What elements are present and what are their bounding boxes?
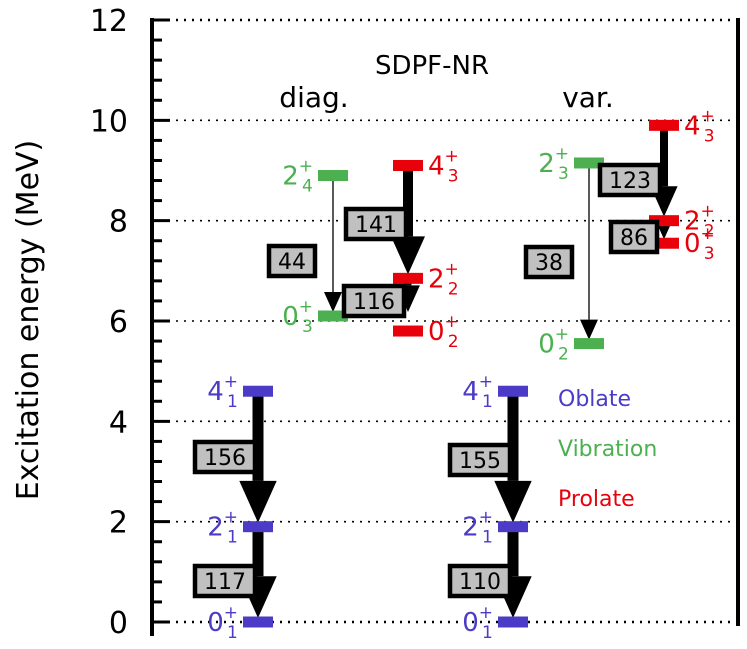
strength-box-frame — [341, 283, 407, 319]
level-label-v_4_3: 4+3 — [684, 106, 715, 146]
legend-prolate: Prolate — [558, 487, 635, 512]
strength-value: 123 — [609, 169, 651, 194]
transition-arrow — [391, 165, 425, 275]
level-label-d_4_1: 4+1 — [207, 372, 238, 412]
energy-levels: 0+12+14+10+32+40+22+24+30+12+14+10+22+30… — [207, 106, 715, 643]
strength-box: 110 — [447, 563, 513, 599]
level-bar-v_0_1 — [498, 616, 528, 628]
level-bar-d_0_3 — [318, 310, 348, 322]
column-label-var: var. — [562, 81, 614, 114]
strength-box: 86 — [608, 219, 660, 255]
level-bar-v_2_2 — [649, 215, 679, 227]
strength-box: 38 — [523, 244, 575, 280]
transition-arrow — [239, 391, 277, 523]
level-bar-v_4_3 — [649, 119, 679, 131]
strength-box-frame — [447, 563, 513, 599]
transition-arrows — [239, 125, 678, 618]
level-bar-d_4_1 — [243, 385, 273, 397]
legend-vibration: Vibration — [558, 437, 657, 462]
strength-box: 155 — [447, 442, 513, 478]
level-bar-v_0_3 — [649, 237, 679, 249]
arrow-head — [391, 236, 425, 275]
level-bar-d_0_2 — [393, 325, 423, 337]
level-label-v_2_3: 2+3 — [538, 144, 569, 184]
level-label-v_0_2: 0+2 — [538, 325, 569, 365]
column-label-diag: diag. — [279, 81, 348, 114]
strength-box: 141 — [343, 206, 409, 242]
level-label-v_2_2: 2+2 — [684, 202, 715, 242]
arrow-head — [494, 480, 532, 523]
strength-box-frame — [343, 206, 409, 242]
strength-box-frame — [597, 162, 663, 198]
transition-arrow — [494, 391, 532, 523]
y-tick-label: 4 — [109, 405, 128, 440]
level-label-v_4_1: 4+1 — [462, 372, 493, 412]
strength-box-frame — [266, 243, 318, 279]
strength-value: 156 — [204, 446, 246, 471]
level-label-d_4_3: 4+3 — [428, 146, 459, 186]
arrow-shaft — [660, 125, 668, 187]
strength-value: 155 — [459, 449, 501, 474]
level-bar-v_4_1 — [498, 385, 528, 397]
strength-box: 123 — [597, 162, 663, 198]
level-bar-d_0_1 — [243, 616, 273, 628]
arrow-shaft — [332, 175, 334, 292]
level-bar-v_0_2 — [574, 338, 604, 350]
y-tick-label: 6 — [109, 305, 128, 340]
level-label-d_0_1: 0+1 — [207, 603, 238, 643]
transition-arrow — [580, 162, 598, 340]
level-bar-v_2_3 — [574, 157, 604, 169]
strength-box: 116 — [341, 283, 407, 319]
level-label-v_0_1: 0+1 — [462, 603, 493, 643]
strength-box: 44 — [266, 243, 318, 279]
level-label-d_2_4: 2+4 — [282, 157, 313, 197]
y-tick-label: 0 — [109, 606, 128, 641]
level-label-v_0_3: 0+3 — [684, 224, 715, 264]
y-tick-label: 2 — [109, 506, 128, 541]
level-label-d_0_3: 0+3 — [282, 297, 313, 337]
legend-oblate: Oblate — [558, 387, 631, 412]
y-axis-title: Excitation energy (MeV) — [11, 140, 46, 501]
level-label-v_2_1: 2+1 — [462, 508, 493, 548]
transition-arrow — [324, 175, 342, 312]
y-tick-label: 10 — [90, 104, 128, 139]
strength-value: 117 — [204, 570, 246, 595]
level-bar-d_2_4 — [318, 170, 348, 182]
strength-value: 141 — [355, 213, 397, 238]
arrow-shaft — [588, 162, 590, 320]
strength-value: 38 — [535, 251, 563, 276]
arrow-shaft — [507, 526, 519, 577]
strength-box-frame — [447, 442, 513, 478]
arrow-head — [580, 319, 598, 340]
transition-strength-boxes: 117 156 141 116 44 110 155 123 86 38 — [192, 162, 663, 599]
arrow-shaft — [252, 391, 264, 481]
arrow-shaft — [252, 526, 264, 577]
level-bar-d_2_2 — [393, 272, 423, 284]
strength-box: 117 — [192, 563, 258, 599]
arrow-shaft — [403, 165, 413, 237]
level-label-d_0_2: 0+2 — [428, 312, 459, 352]
arrow-head — [239, 480, 277, 523]
strength-box-frame — [192, 563, 258, 599]
strength-value: 116 — [353, 290, 395, 315]
level-label-d_2_1: 2+1 — [207, 508, 238, 548]
level-bar-d_4_3 — [393, 159, 423, 171]
y-axis: 0 2 4 6 8 10 12 — [90, 4, 740, 641]
strength-value: 86 — [620, 226, 648, 251]
strength-value: 44 — [278, 250, 306, 275]
level-label-d_2_2: 2+2 — [428, 259, 459, 299]
diagram-title: SDPF-NR — [375, 51, 489, 81]
arrow-shaft — [507, 391, 519, 481]
arrow-head — [324, 291, 342, 312]
level-bar-v_2_1 — [498, 521, 528, 533]
strength-box-frame — [608, 219, 660, 255]
y-tick-label: 8 — [109, 205, 128, 240]
strength-box-frame — [192, 439, 258, 475]
strength-value: 110 — [459, 570, 501, 595]
y-tick-label: 12 — [90, 4, 128, 39]
strength-box-frame — [523, 244, 575, 280]
strength-box: 156 — [192, 439, 258, 475]
level-bar-d_2_1 — [243, 521, 273, 533]
